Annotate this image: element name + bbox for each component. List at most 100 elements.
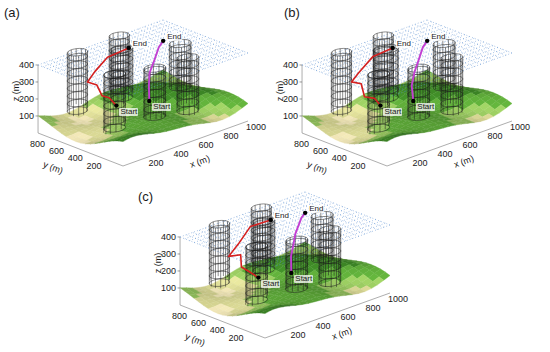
- cylinder-line: [325, 234, 326, 287]
- cylinder-line: [286, 240, 287, 289]
- cylinder-line: [375, 39, 376, 90]
- cylinder-line: [123, 32, 124, 87]
- cylinder-line: [124, 75, 125, 126]
- cylinder-ring: [144, 89, 166, 97]
- cylinder-line: [73, 56, 74, 116]
- top-grid-line: [204, 201, 329, 246]
- path-magenta: [149, 41, 163, 101]
- axis-label: 600: [191, 319, 206, 328]
- cylinder-line: [382, 32, 383, 88]
- axis-label: z (m): [12, 80, 21, 101]
- top-grid-line: [315, 60, 400, 93]
- obstacle-cylinder: [319, 226, 341, 288]
- plot-panel: [36, 20, 248, 166]
- terrain-cell: [260, 310, 271, 314]
- cylinder-line: [274, 219, 275, 264]
- waypoint-dot: [114, 103, 118, 107]
- cylinder-line: [351, 51, 352, 108]
- cylinder-line: [287, 243, 288, 291]
- waypoint-dot: [147, 99, 151, 103]
- cylinder-ring: [373, 39, 393, 47]
- cylinder-line: [462, 56, 463, 109]
- top-grid-line: [402, 29, 487, 62]
- cylinder-ring: [246, 243, 268, 251]
- top-grid-line: [246, 218, 371, 263]
- obstacle-cylinder: [169, 39, 191, 91]
- axis-label: z (m): [276, 80, 285, 101]
- cylinder-ring: [253, 266, 275, 274]
- cylinder-ring: [67, 84, 87, 92]
- cylinder-ring: [246, 258, 268, 266]
- path-red: [88, 48, 129, 106]
- top-grid-line: [151, 24, 236, 57]
- cylinder-ring: [251, 204, 271, 212]
- axis-tick: [178, 253, 181, 254]
- cylinder-line: [372, 72, 373, 128]
- cylinder-ring: [104, 124, 126, 132]
- cylinder-line: [342, 56, 343, 117]
- cylinder-line: [85, 49, 86, 105]
- cylinder-line: [392, 36, 393, 86]
- axis-label: x (m): [330, 326, 352, 341]
- axis-label: 200: [283, 95, 298, 104]
- axis-label: 200: [148, 159, 163, 168]
- top-grid-line: [57, 27, 182, 72]
- cylinder-ring: [331, 48, 351, 56]
- axis-label: 600: [462, 141, 477, 150]
- cylinder-ring: [331, 69, 351, 77]
- top-grid-line: [104, 46, 229, 91]
- cylinder-line: [398, 47, 399, 92]
- cylinder-line: [225, 227, 226, 287]
- cylinder-line: [105, 77, 106, 134]
- cylinder-line: [115, 39, 116, 89]
- cylinder-ring: [433, 83, 455, 91]
- cylinder-line: [103, 76, 104, 133]
- cylinder-line: [409, 71, 410, 119]
- cylinder-ring: [373, 77, 393, 85]
- obstacle-cylinder: [441, 54, 463, 116]
- cylinder-line: [194, 60, 195, 115]
- top-grid-line: [302, 20, 427, 65]
- axis-label: 400: [68, 154, 83, 163]
- cylinder-ring: [209, 248, 229, 256]
- top-grid-line: [62, 29, 187, 74]
- cylinder-line: [247, 249, 248, 306]
- cylinder-ring: [408, 89, 430, 97]
- cylinder-line: [176, 59, 177, 111]
- axis-label: 300: [19, 78, 34, 87]
- axis-label: 800: [487, 132, 502, 141]
- top-grid-line: [415, 24, 500, 57]
- obstacle-cylinder: [177, 54, 199, 116]
- axis-label: 400: [210, 326, 225, 335]
- cylinder-line: [76, 49, 77, 105]
- cylinder-ring: [441, 99, 463, 107]
- cylinder-line: [181, 47, 182, 91]
- cylinder-line: [440, 59, 441, 111]
- cylinder-ring: [408, 74, 430, 82]
- cylinder-line: [333, 55, 334, 114]
- axis-label: 600: [313, 147, 328, 156]
- cylinder-line: [458, 60, 459, 115]
- cylinder-line: [209, 226, 210, 284]
- point-label: Start: [294, 275, 313, 283]
- cylinder-line: [347, 55, 348, 115]
- cylinder-ring: [373, 62, 393, 70]
- cylinder-ring: [209, 233, 229, 241]
- cylinder-ring: [104, 78, 126, 86]
- cylinder-line: [448, 39, 449, 85]
- cylinder-ring: [169, 75, 191, 83]
- cylinder-line: [246, 246, 247, 303]
- cylinder-ring: [109, 85, 129, 93]
- point-label: End: [132, 40, 148, 48]
- cylinder-line: [441, 57, 442, 108]
- path-magenta: [291, 213, 305, 273]
- cylinder-line: [349, 49, 350, 105]
- cylinder-line: [170, 43, 171, 85]
- cylinder-line: [257, 211, 258, 261]
- waypoint-dot: [256, 275, 260, 279]
- point-label: End: [274, 212, 290, 220]
- cylinder-ring: [373, 32, 393, 40]
- cylinder-line: [108, 72, 109, 128]
- top-grid-line: [199, 199, 324, 244]
